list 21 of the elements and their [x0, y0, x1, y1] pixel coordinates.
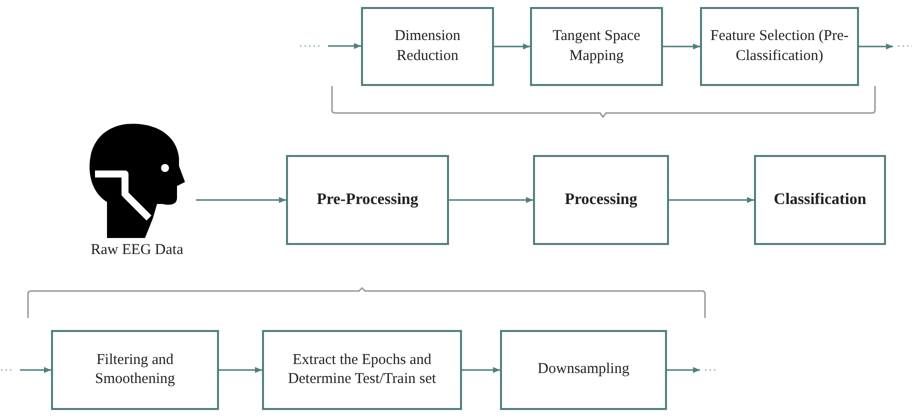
arrow — [859, 44, 893, 50]
arrow — [449, 197, 533, 203]
process-box: Tangent Space Mapping — [530, 7, 663, 86]
process-box: Processing — [533, 155, 669, 245]
process-box: Filtering and Smoothening — [51, 330, 219, 410]
arrow — [196, 197, 286, 203]
process-box: Dimension Reduction — [361, 7, 494, 86]
process-box: Downsampling — [500, 330, 667, 410]
source-label: Raw EEG Data — [90, 242, 184, 259]
process-box: Classification — [754, 155, 886, 245]
arrow — [669, 197, 754, 203]
arrow — [663, 44, 700, 50]
arrow — [219, 367, 262, 373]
arrow — [328, 43, 361, 49]
process-box: Feature Selection (Pre-Classification) — [700, 7, 859, 86]
arrow — [667, 367, 700, 373]
arrow — [462, 367, 500, 373]
process-box: Pre-Processing — [286, 155, 449, 245]
arrow — [494, 44, 530, 50]
process-box: Extract the Epochs and Determine Test/Train set — [262, 330, 462, 410]
arrow — [20, 367, 51, 373]
